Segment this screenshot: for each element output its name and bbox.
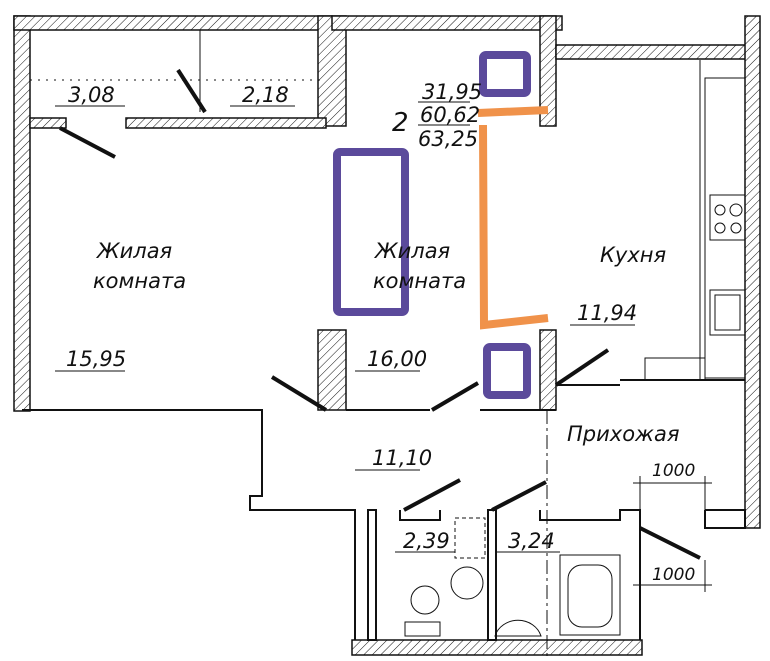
labels: 3,08 2,18 Жилая комната 15,95 Жилая комн… xyxy=(66,80,695,585)
hallway-name: Прихожая xyxy=(567,422,679,446)
kitchen-area: 11,94 xyxy=(577,301,637,325)
area-living: 31,95 xyxy=(422,80,482,104)
marker-purple-bottom xyxy=(483,343,531,399)
hallway-area: 11,10 xyxy=(372,446,432,470)
doors xyxy=(59,68,701,560)
kitchen-name: Кухня xyxy=(600,243,666,267)
highlight-markers xyxy=(333,51,549,399)
dimension-1: 1000 xyxy=(652,461,695,481)
wc-area: 2,39 xyxy=(403,529,450,553)
area-total: 60,62 xyxy=(420,103,480,127)
dimension-lines xyxy=(633,476,712,592)
area-with-balcony: 63,25 xyxy=(418,127,478,151)
marker-orange-bracket xyxy=(479,124,549,330)
room2-area: 16,00 xyxy=(367,347,427,371)
rooms-count: 2 xyxy=(392,108,409,138)
room1-name-1: Жилая xyxy=(95,239,172,263)
balcony-left-area: 3,08 xyxy=(68,83,115,107)
balcony-right-area: 2,18 xyxy=(242,83,289,107)
marker-purple-large xyxy=(333,148,409,316)
room2-name-2: комната xyxy=(373,269,466,293)
bath-area: 3,24 xyxy=(508,529,555,553)
marker-purple-top xyxy=(479,51,531,97)
marker-orange-top xyxy=(477,106,549,117)
dimension-2: 1000 xyxy=(652,565,695,585)
walls xyxy=(13,15,761,656)
room1-name-2: комната xyxy=(93,269,186,293)
area-underlines xyxy=(55,101,635,553)
partitions xyxy=(22,30,746,660)
room2-name-1: Жилая xyxy=(373,239,450,263)
room1-area: 15,95 xyxy=(66,347,126,371)
